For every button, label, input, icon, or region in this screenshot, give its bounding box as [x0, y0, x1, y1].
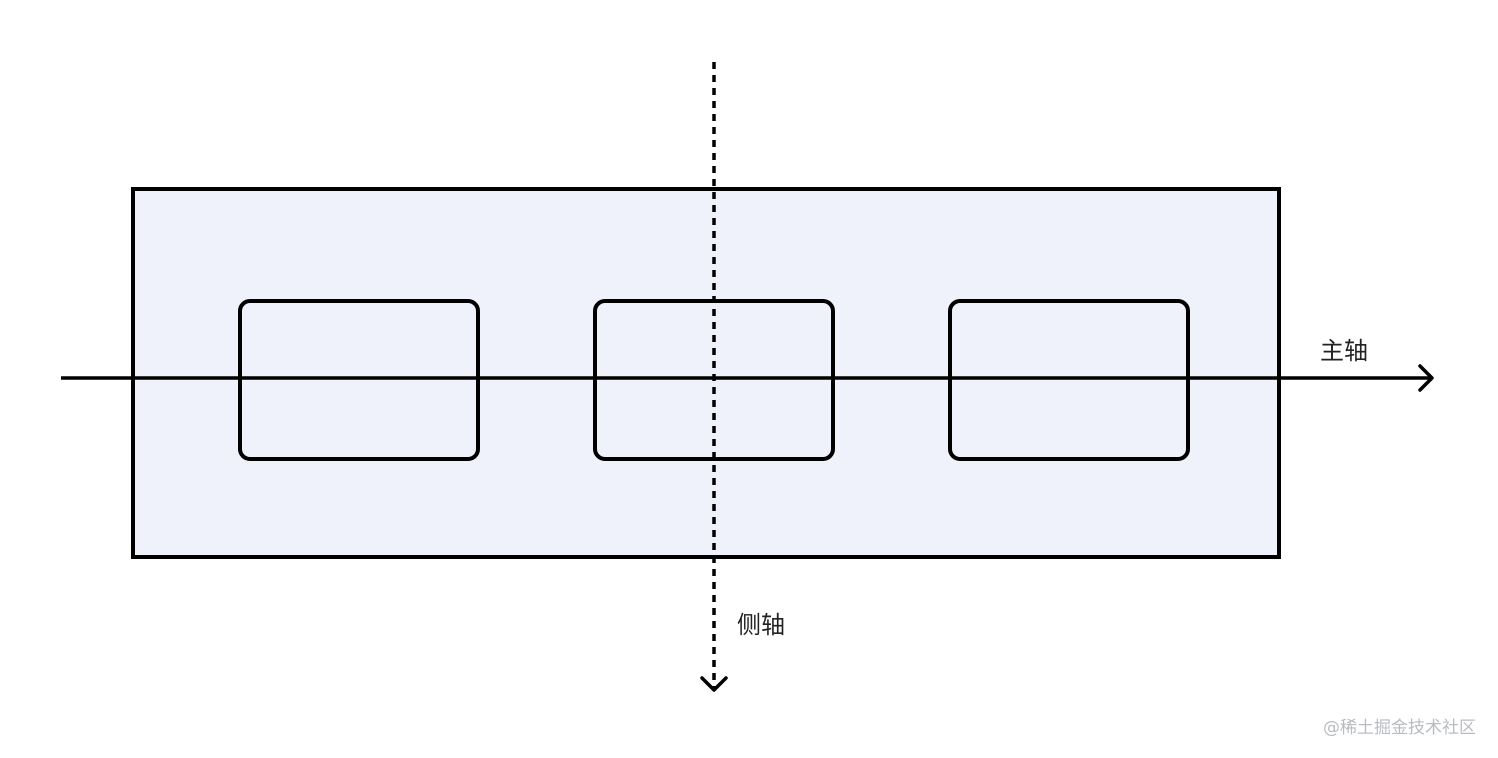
watermark: @稀土掘金技术社区 — [1323, 718, 1476, 738]
main-axis-arrowhead — [1418, 364, 1434, 392]
flex-container — [131, 187, 1281, 559]
cross-axis-label: 侧轴 — [737, 611, 785, 639]
flex-item-3 — [948, 299, 1190, 461]
cross-axis-arrowhead — [700, 676, 728, 692]
main-axis-label: 主轴 — [1320, 337, 1368, 365]
flex-item-1 — [238, 299, 480, 461]
